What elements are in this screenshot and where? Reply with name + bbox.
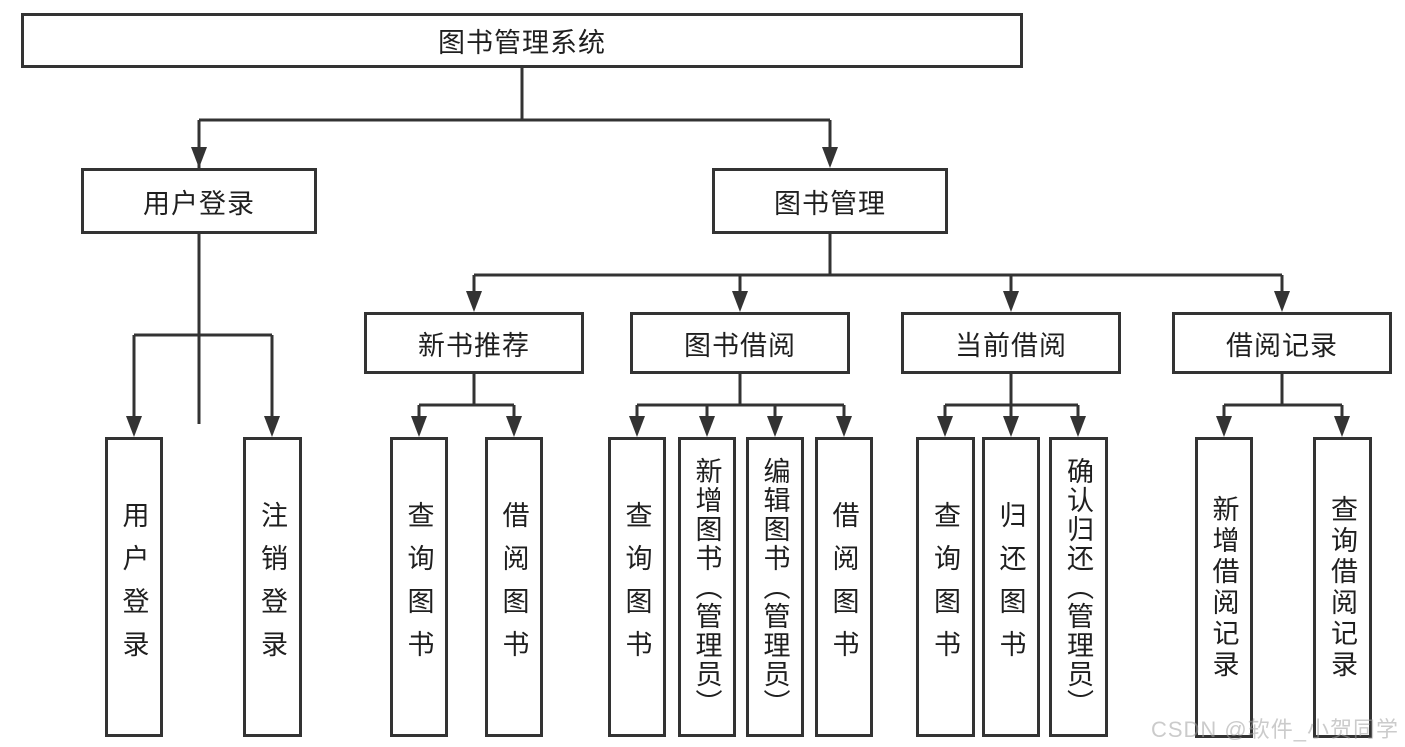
node-label: 图书管理	[774, 188, 886, 219]
node-label: 用户登录	[143, 188, 255, 219]
leaf-confirm-return-admin: 确认归还（管理员）	[1049, 437, 1108, 737]
node-label: 新增借阅记录	[1208, 494, 1239, 681]
node-label: 借阅图书	[498, 501, 529, 673]
leaf-edit-books-admin: 编辑图书（管理员）	[746, 437, 804, 737]
node-label: 查询借阅记录	[1327, 494, 1357, 681]
node-label: 注销登录	[257, 501, 287, 673]
node-book-borrowing: 图书借阅	[630, 312, 850, 374]
node-new-book-recommendation: 新书推荐	[364, 312, 584, 374]
leaf-query-books-recommend: 查询图书	[390, 437, 448, 737]
leaf-borrow-books: 借阅图书	[815, 437, 873, 737]
node-label: 图书管理系统	[438, 28, 606, 58]
node-label: 查询图书	[930, 501, 960, 673]
node-library-management-system: 图书管理系统	[21, 13, 1023, 68]
leaf-user-login: 用户登录	[105, 437, 163, 737]
node-label: 新书推荐	[418, 330, 530, 361]
leaf-add-borrow-record: 新增借阅记录	[1195, 437, 1253, 738]
leaf-query-books-current: 查询图书	[916, 437, 975, 737]
leaf-logout: 注销登录	[243, 437, 302, 737]
node-label: 借阅图书	[828, 501, 859, 673]
node-label: 归还图书	[995, 501, 1026, 673]
node-label: 编辑图书（管理员）	[759, 456, 790, 718]
node-label: 用户登录	[118, 501, 149, 673]
csdn-watermark: CSDN @软件_小贺同学	[1150, 717, 1399, 742]
node-label: 确认归还（管理员）	[1063, 456, 1093, 718]
node-label: 查询图书	[621, 501, 652, 673]
leaf-return-books: 归还图书	[982, 437, 1040, 737]
node-label: 借阅记录	[1226, 330, 1338, 361]
node-label: 新增图书（管理员）	[691, 456, 722, 718]
leaf-borrow-books-recommend: 借阅图书	[485, 437, 543, 737]
leaf-query-borrow-record: 查询借阅记录	[1313, 437, 1372, 738]
node-borrowing-records: 借阅记录	[1172, 312, 1392, 374]
node-user-login: 用户登录	[81, 168, 317, 234]
leaf-add-books-admin: 新增图书（管理员）	[678, 437, 736, 737]
node-label: 当前借阅	[955, 330, 1067, 361]
leaf-query-books-borrowing: 查询图书	[608, 437, 666, 737]
node-current-borrowing: 当前借阅	[901, 312, 1121, 374]
node-label: 图书借阅	[684, 330, 796, 361]
node-book-management: 图书管理	[712, 168, 948, 234]
node-label: 查询图书	[403, 501, 434, 673]
